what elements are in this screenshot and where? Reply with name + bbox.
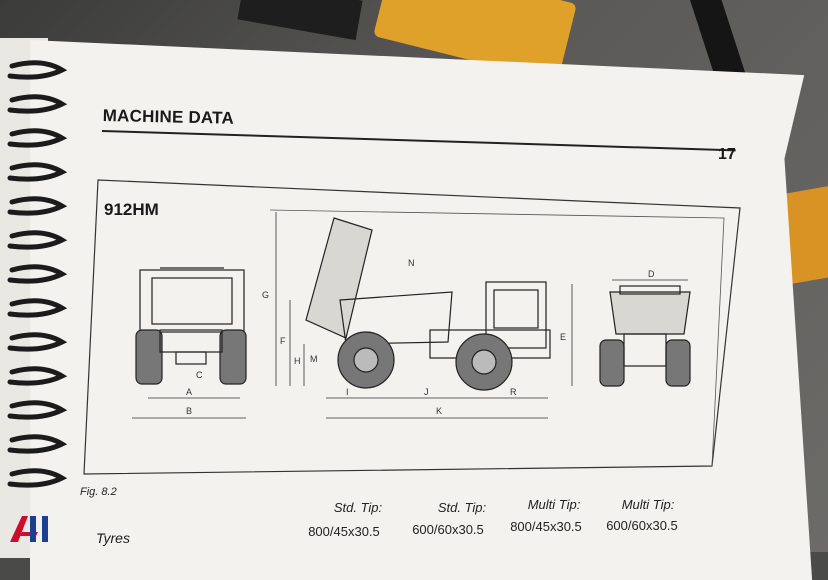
tyre-col-header-1: Std. Tip: bbox=[333, 500, 383, 515]
dim-label-b: B bbox=[186, 406, 192, 416]
side-view-dimensions bbox=[275, 212, 573, 419]
dim-label-c: C bbox=[196, 370, 203, 380]
page-number: 17 bbox=[718, 146, 736, 163]
dim-label-k: K bbox=[436, 406, 442, 416]
dim-label-m: M bbox=[310, 354, 318, 364]
tyre-value-1: 800/45x30.5 bbox=[308, 524, 380, 539]
dim-label-g: G bbox=[262, 290, 269, 300]
tyre-value-3: 800/45x30.5 bbox=[510, 519, 582, 534]
dim-label-i: I bbox=[346, 387, 349, 397]
model-name: 912HM bbox=[104, 200, 159, 219]
dim-label-e: E bbox=[560, 332, 566, 342]
watermark-logo-icon bbox=[10, 516, 48, 542]
side-view-drawing bbox=[305, 217, 551, 391]
dim-label-f: F bbox=[280, 336, 286, 346]
front-view-drawing bbox=[135, 267, 247, 385]
dim-label-h: H bbox=[294, 356, 301, 366]
spiral-binding-icon bbox=[7, 60, 68, 488]
dim-label-j: J bbox=[424, 387, 429, 397]
machine-diagram: A B C G F H M N E I J R K D bbox=[83, 179, 741, 475]
dim-label-n: N bbox=[408, 258, 415, 268]
tyres-row-label: Tyres bbox=[96, 530, 130, 546]
tyre-value-4: 600/60x30.5 bbox=[606, 518, 678, 533]
dim-label-r: R bbox=[510, 387, 517, 397]
dim-label-a: A bbox=[186, 387, 192, 397]
front-view-dimensions bbox=[132, 397, 246, 419]
side-view-frame bbox=[269, 209, 725, 467]
tyre-col-header-4: Multi Tip: bbox=[621, 497, 675, 512]
dim-label-d: D bbox=[648, 269, 655, 279]
tyre-col-header-3: Multi Tip: bbox=[527, 497, 581, 512]
rear-view-drawing bbox=[599, 285, 691, 387]
tyre-value-2: 600/60x30.5 bbox=[412, 522, 484, 537]
tyre-col-header-2: Std. Tip: bbox=[437, 500, 487, 515]
figure-caption: Fig. 8.2 bbox=[80, 486, 117, 498]
